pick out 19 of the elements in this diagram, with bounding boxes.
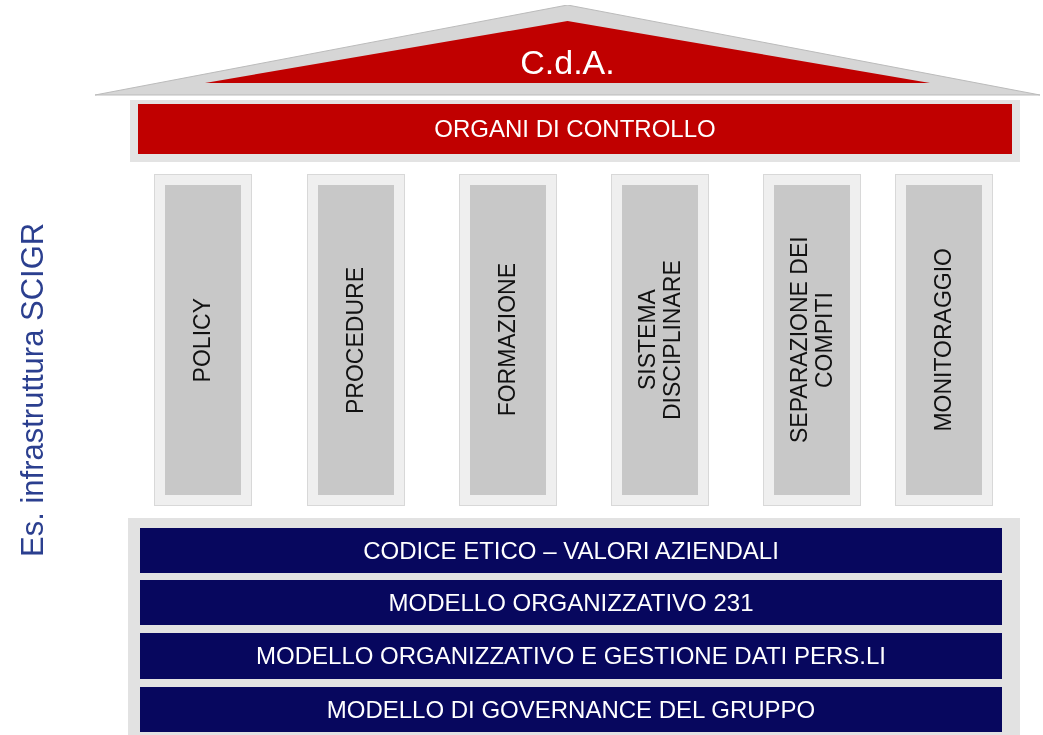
control-bar: ORGANI DI CONTROLLO: [130, 100, 1020, 162]
pillar: [308, 175, 404, 505]
pillar-label: PROCEDURE: [343, 266, 369, 414]
pillar-label: FORMAZIONE: [495, 263, 521, 417]
pillar: [764, 175, 860, 505]
pillar: [612, 175, 708, 505]
pillar-label: POLICY: [190, 297, 216, 383]
pillar-label: SISTEMA DISCIPLINARE: [634, 259, 686, 422]
pillar-label: SEPARAZIONE DEI COMPITI: [786, 235, 838, 446]
pillar: [896, 175, 992, 505]
roof-title: C.d.A.: [520, 43, 615, 82]
foundation-band: MODELLO ORGANIZZATIVO 231: [140, 580, 1002, 625]
pillar: [460, 175, 556, 505]
pillar: [155, 175, 251, 505]
foundation-band: MODELLO ORGANIZZATIVO E GESTIONE DATI PERS.LI: [140, 633, 1002, 679]
pillar-label: MONITORAGGIO: [931, 248, 957, 432]
foundation-band: CODICE ETICO – VALORI AZIENDALI: [140, 528, 1002, 573]
foundation-band: MODELLO DI GOVERNANCE DEL GRUPPO: [140, 687, 1002, 732]
side-caption: Es. infrastruttura SCIGR: [14, 221, 51, 560]
